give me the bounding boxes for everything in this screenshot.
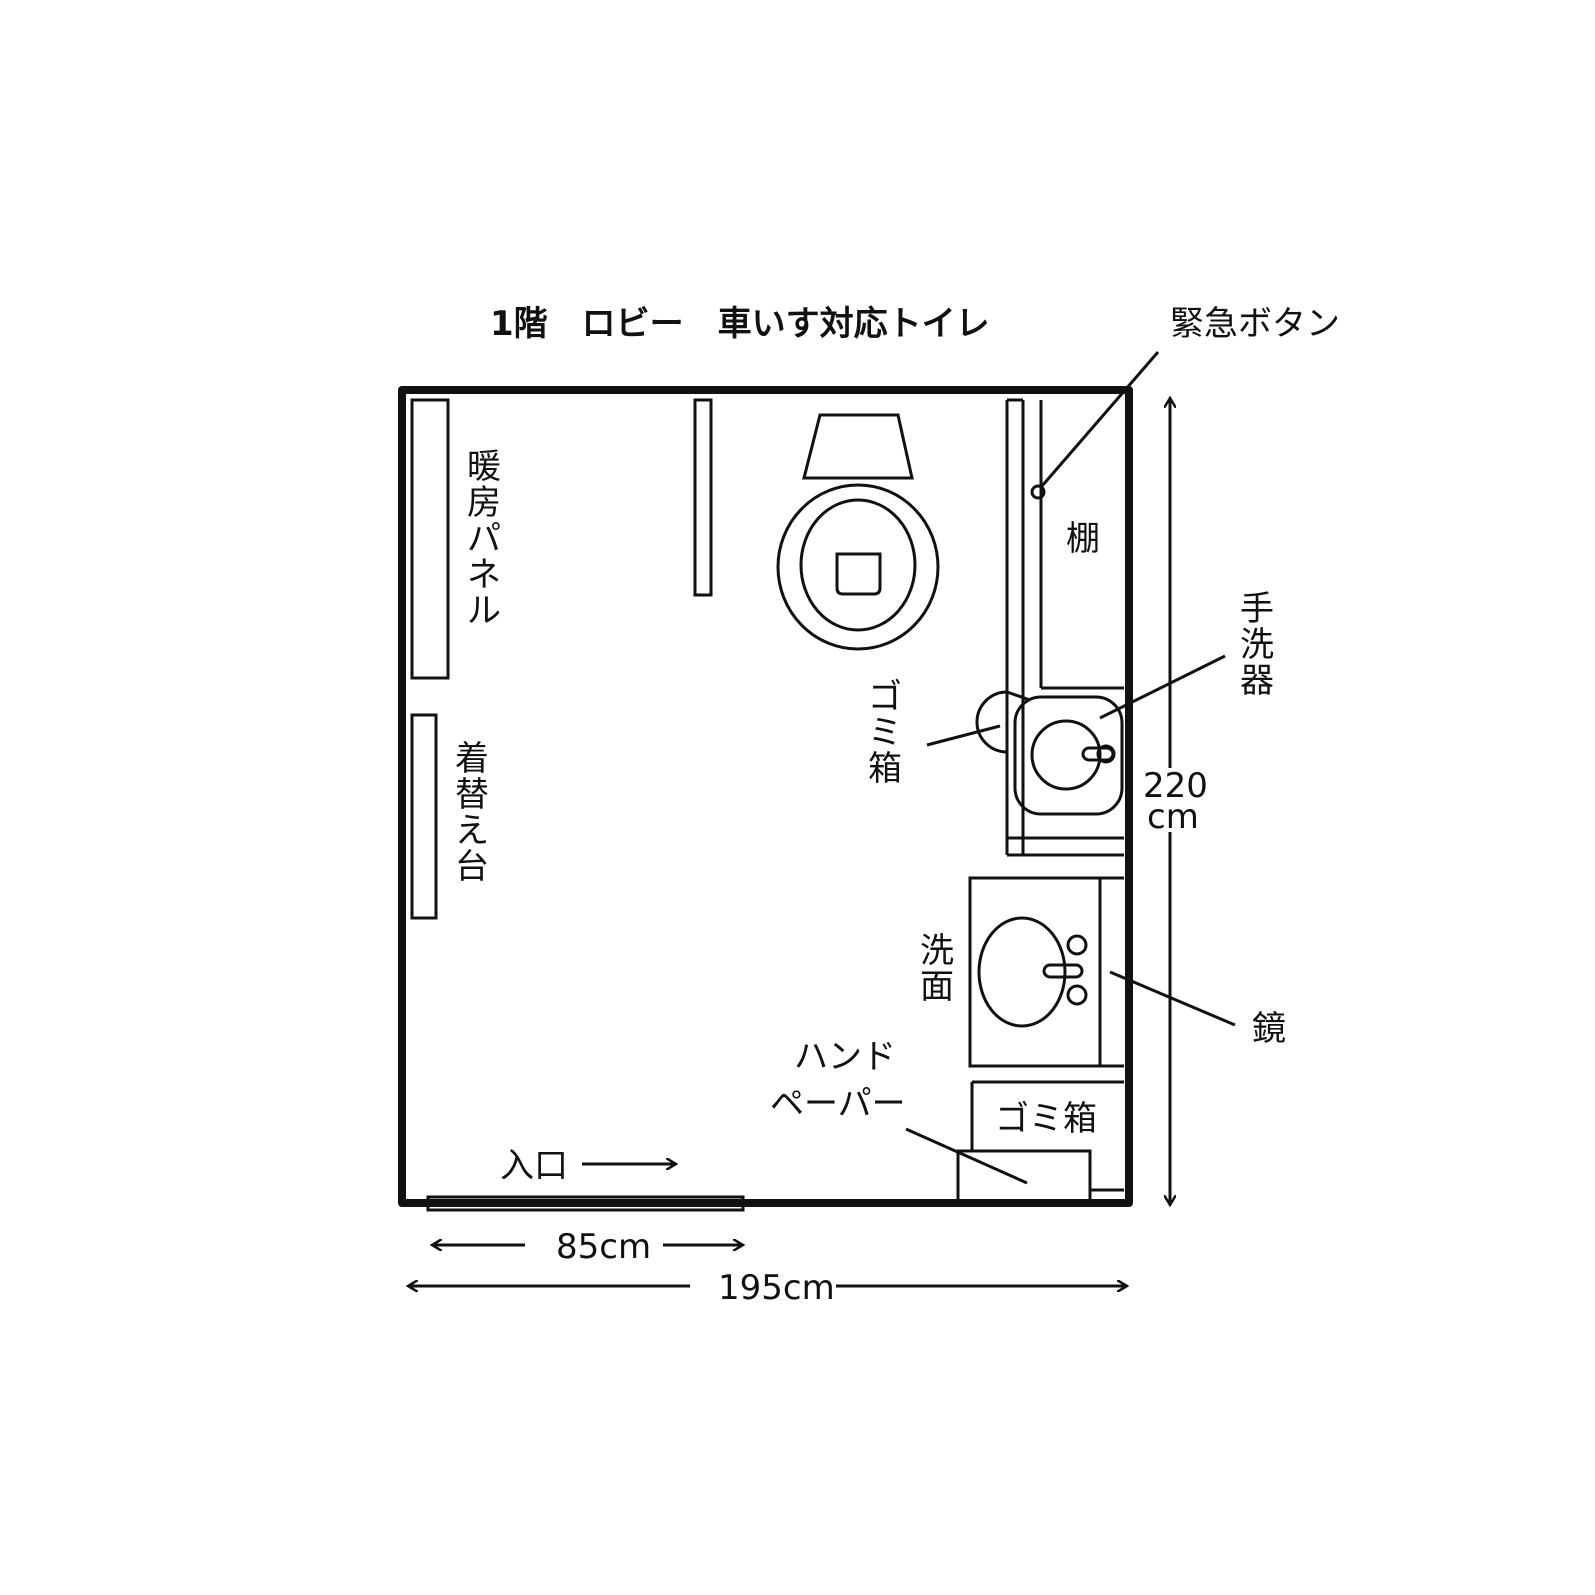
trash-can-round [975,690,1008,754]
washbasin-icon [968,876,1124,1068]
room-depth-label-line1: 220 [1143,766,1208,806]
trash-box-lower [970,1080,1124,1151]
shelf-unit [1005,398,1124,857]
mirror-leader [1109,970,1236,1027]
toilet-icon [776,413,940,651]
door-width-label: 85cm [556,1227,651,1267]
heating-panel-label: 暖房パネル [467,447,501,631]
room-width-label: 195cm [718,1268,835,1308]
trash-box-lower-label: ゴミ箱 [995,1099,1097,1139]
hand-paper-label-line1: ハンド [794,1037,896,1077]
shelf-label: 棚 [1066,519,1100,559]
entrance-door [426,1195,745,1212]
trash-box-upper-leader [926,724,1001,747]
room-depth-label-line2: cm [1147,797,1199,837]
hand-paper-box [956,1149,1124,1203]
page-title: 1階 ロビー 車いす対応トイレ [490,304,990,344]
changing-table [410,713,438,920]
entrance-label: 入口 [500,1146,568,1186]
emergency-button-icon [1030,484,1046,500]
trash-box-upper-label: ゴミ箱 [868,677,902,789]
hand-washer-icon [1013,695,1124,816]
grab-bar [693,398,713,597]
hand-paper-label-line2: ペーパー [770,1084,906,1124]
heating-panel [410,398,450,680]
hand-washer-label: 手洗器 [1240,589,1274,701]
hand-washer-leader [1099,654,1226,720]
mirror-label: 鏡 [1252,1009,1286,1049]
washbasin-label: 洗面 [920,931,954,1007]
emergency-button-leader [1040,351,1160,487]
hand-paper-leader [905,1127,1028,1185]
emergency-button-label: 緊急ボタン [1170,304,1340,344]
changing-table-label: 着替え台 [455,739,489,887]
